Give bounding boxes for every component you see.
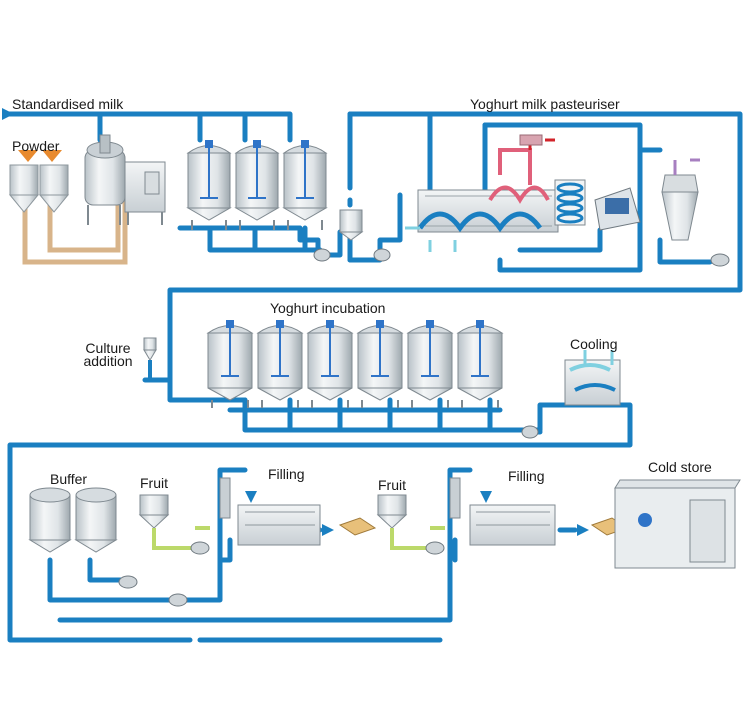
cold-store — [614, 479, 741, 569]
incubation-tank — [206, 320, 254, 408]
filling-arrow-2 — [480, 491, 492, 503]
label-filling-1: Filling — [268, 466, 305, 482]
arrow-to-cups-1 — [322, 524, 334, 536]
mixing-unit — [84, 134, 166, 225]
incubation-tank — [406, 320, 454, 408]
arrow-to-cups-2 — [577, 524, 589, 536]
powder-arrow-1 — [18, 150, 38, 162]
powder-arrow-2 — [42, 150, 62, 162]
main-pipework — [5, 111, 743, 643]
label-cooling: Cooling — [570, 336, 618, 352]
incubation-tank — [456, 320, 504, 408]
label-yoghurt-milk-pasteuriser: Yoghurt milk pasteuriser — [470, 96, 620, 112]
label-culture-addition-line-2: addition — [83, 353, 133, 369]
deaerator — [661, 158, 700, 241]
powder-silos — [8, 150, 128, 265]
cooling-unit — [521, 350, 621, 439]
fruit-line-2 — [376, 494, 445, 555]
plate-heat-exchanger — [405, 134, 559, 252]
filling-machine-1 — [219, 477, 377, 546]
filling-arrow-1 — [245, 491, 257, 503]
flow-arrows — [2, 108, 589, 536]
control-panel — [594, 187, 641, 231]
holding-coil — [554, 179, 586, 226]
cup-tray-1 — [338, 517, 377, 536]
storage-tanks — [186, 140, 328, 230]
incubation-tank — [306, 320, 354, 408]
culture-dosing-unit — [143, 337, 157, 380]
filling-machine-2 — [449, 477, 629, 546]
label-fruit-2: Fruit — [378, 477, 406, 493]
label-powder: Powder — [12, 138, 60, 154]
label-cold-store: Cold store — [648, 459, 712, 475]
incubation-tank — [256, 320, 304, 408]
label-yoghurt-incubation: Yoghurt incubation — [270, 300, 386, 316]
pumps-row-1 — [313, 248, 730, 267]
incubation-tank — [356, 320, 404, 408]
label-culture-addition-line-1: Culture — [85, 340, 131, 356]
fruit-line-1 — [138, 494, 210, 555]
label-filling-2: Filling — [508, 468, 545, 484]
buffer-tanks — [28, 487, 188, 607]
label-fruit-1: Fruit — [140, 475, 168, 491]
label-standardised-milk: Standardised milk — [12, 96, 124, 112]
balance-tank — [338, 209, 364, 241]
inlet-arrow — [2, 108, 14, 120]
label-buffer: Buffer — [50, 471, 88, 487]
incubation-tanks — [206, 320, 504, 408]
